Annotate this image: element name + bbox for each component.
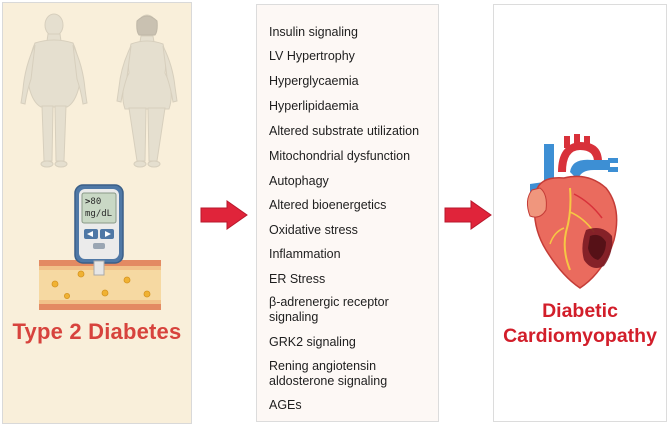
diabetic-cardiomyopathy-title: Diabetic Cardiomyopathy [503,300,657,347]
factor-item: Inflammation [269,247,341,261]
glucometer-unit: mg/dL [85,209,113,219]
up-arrow-glyph: > [85,197,91,207]
glucometer-icon [74,184,124,276]
factor-item: ER Stress [269,272,326,286]
factor-item: Altered bioenergetics [269,198,387,212]
right-arrow-icon [444,200,492,230]
pathway-factors-panel: Insulin signaling LV Hypertrophy Hypergl… [256,4,439,422]
male-body-icon [20,13,88,168]
glucometer-reading: >80 [85,197,101,207]
factor-item: β-adrenergic receptor signaling [269,295,389,324]
factor-item: Altered substrate utilization [269,124,420,138]
factor-item: LV Hypertrophy [269,49,355,63]
factor-item: Hyperglycaemia [269,74,359,88]
factor-item: Oxidative stress [269,223,358,237]
factor-item: Mitochondrial dysfunction [269,149,411,163]
right-arrow-icon [200,200,248,230]
type2-diabetes-panel: >80 mg/dL Type 2 Diabetes [2,2,192,424]
female-body-icon [116,14,178,168]
factor-item: AGEs [269,398,302,412]
factor-item: Autophagy [269,174,329,188]
factor-item: GRK2 signaling [269,335,356,349]
factor-item: Hyperlipidaemia [269,99,359,113]
heart-icon [526,134,618,289]
factor-item: Insulin signaling [269,25,358,39]
type2-diabetes-title: Type 2 Diabetes [12,319,182,344]
diabetic-cardiomyopathy-panel: Diabetic Cardiomyopathy [493,4,667,422]
factor-item: Rening angiotensin aldosterone signaling [269,359,388,388]
glucose-value: 80 [90,197,102,207]
